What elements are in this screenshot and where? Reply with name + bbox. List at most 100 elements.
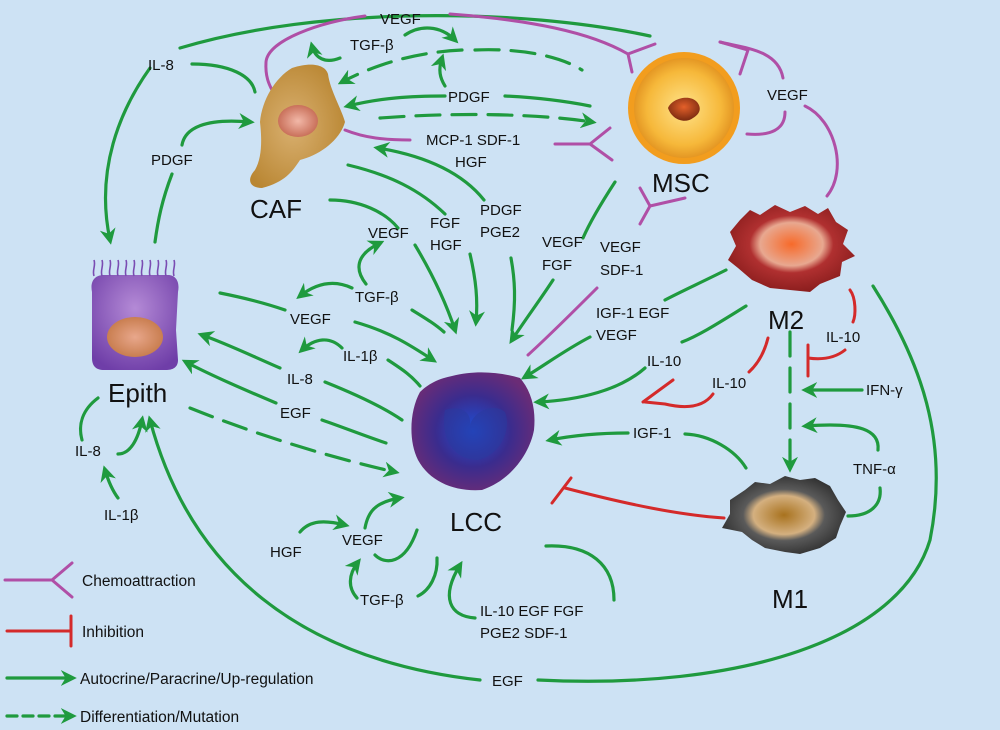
signal-label: IL-8 [75,443,101,460]
caf-to-msc-dashed-arrow [378,112,597,129]
signal-label: VEGF [542,234,583,251]
pdgf-up-arrow [430,53,447,88]
signal-label: VEGF [596,327,637,344]
epith-cell[interactable] [91,259,179,370]
cilia [92,259,176,277]
vegf-fgf-to-lcc-arrow [509,278,555,345]
m2-cell[interactable] [728,205,855,292]
msc-vegf-line [581,180,617,240]
m2-il10-inhib-line [747,336,770,374]
signal-label: VEGF [600,239,641,256]
m1-cell[interactable] [722,476,846,554]
tgfb-lcc-line [416,556,439,598]
m2-label: M2 [768,305,804,335]
epith-pdgf-line [153,172,174,244]
vegf-loop-line [373,528,419,563]
signal-label: TGF-β [360,592,404,609]
msc-caf-dashed-right [473,48,584,72]
m2-to-msc-chemo [803,104,839,198]
msc-chemo-fork-right [718,40,750,76]
m1-inhib-lcc-bar [550,476,573,505]
legend-label: Differentiation/Mutation [80,709,239,726]
msc-label: MSC [652,168,710,198]
signal-label: MCP-1 SDF-1 [426,132,520,149]
signal-label: SDF-1 [600,262,643,279]
mcp-chemo-left [343,128,412,142]
signal-label: IL-8 [148,57,174,74]
tgfb-loop-arrow [403,26,459,44]
signal-label: HGF [270,544,302,561]
signal-label: VEGF [380,11,421,28]
signal-label: IL-10 [647,353,681,370]
m1-igf-line [683,432,748,470]
il8-from-caf-line [190,62,257,94]
signal-label: PDGF [448,89,490,106]
legend-item-chemoattraction: Chemoattraction [3,561,196,599]
il8-to-epith-self-arrow [116,415,148,456]
signal-label: VEGF [342,532,383,549]
legend-label: Chemoattraction [82,573,196,590]
il8-to-epith-arrow [99,66,152,245]
signal-label: IL-1β [343,348,378,365]
tgfb-to-vegf-bottom-arrow [344,558,361,600]
il1b-to-il8-arrow [100,465,120,500]
signal-label: IL-10 [712,375,746,392]
signal-label: HGF [455,154,487,171]
chemoattraction-symbol-icon [3,561,74,599]
epith-vegf-line [218,291,287,312]
signal-label: IL-8 [287,371,313,388]
legend-item-inhibition: Inhibition [5,614,144,648]
caf-label: CAF [250,194,302,224]
signal-label: PGE2 SDF-1 [480,625,568,642]
lcc-cell[interactable] [411,372,535,491]
il10-inhib-bar [641,378,675,404]
signal-label: TGF-β [355,289,399,306]
signal-label: VEGF [767,87,808,104]
inhibition-symbol-icon [5,614,73,648]
legend-label: Autocrine/Paracrine/Up-regulation [80,671,313,688]
m2-self-il10-curve [806,348,847,361]
signal-label: IL-10 [826,329,860,346]
m2-il10-line [680,304,748,344]
legend-item-autocrine: Autocrine/Paracrine/Up-regulation [5,670,313,688]
egf-to-epith-arc-arrow [145,415,482,682]
egf-to-epith-arrow [181,359,278,405]
signal-label: IL-10 EGF FGF [480,603,583,620]
signal-label: TNF-α [853,461,896,478]
lcc-egf-line [320,418,388,445]
signal-label: TGF-β [350,37,394,54]
signal-label: IGF-1 EGF [596,305,669,322]
signal-label: PDGF [151,152,193,169]
signal-label: VEGF [368,225,409,242]
m2-self-il10-line [848,288,857,324]
legend: Chemoattraction Inhibition Autocrine/Par… [3,561,313,726]
il1b-loop-arrow [298,336,344,354]
caf-vegf-line [328,198,400,230]
signal-label: EGF [492,673,523,690]
signal-label: IL-1β [104,507,139,524]
pge2-line [509,256,517,332]
legend-label: Inhibition [82,624,144,641]
m2-igf-line [663,268,728,302]
msc-cell[interactable] [628,52,740,164]
signal-label: PDGF [480,202,522,219]
signal-label: PGE2 [480,224,520,241]
il10-inhib-curve [643,392,715,409]
signal-label: HGF [430,237,462,254]
msc-vegf-loop-top [718,40,785,80]
caf-cell[interactable] [250,64,345,188]
hgf-to-vegf-arrow [298,514,350,534]
lcc-auto-arrow [447,560,477,620]
tgfb-to-vegf-left-arrow [296,281,354,299]
m1-label: M1 [772,584,808,614]
vegf-to-lcc-bottom-arrow [363,491,405,530]
vegf-chemo-left [264,14,367,94]
msc-vegf-loop-bottom [745,110,787,136]
lcc-il1b-line [386,358,422,388]
signal-label: FGF [430,215,460,232]
signal-label: EGF [280,405,311,422]
igf-egf-vegf-to-lcc-arrow [520,335,592,380]
tgfb-to-caf-arrow [306,41,342,62]
igf1-to-lcc-arrow [545,429,630,446]
